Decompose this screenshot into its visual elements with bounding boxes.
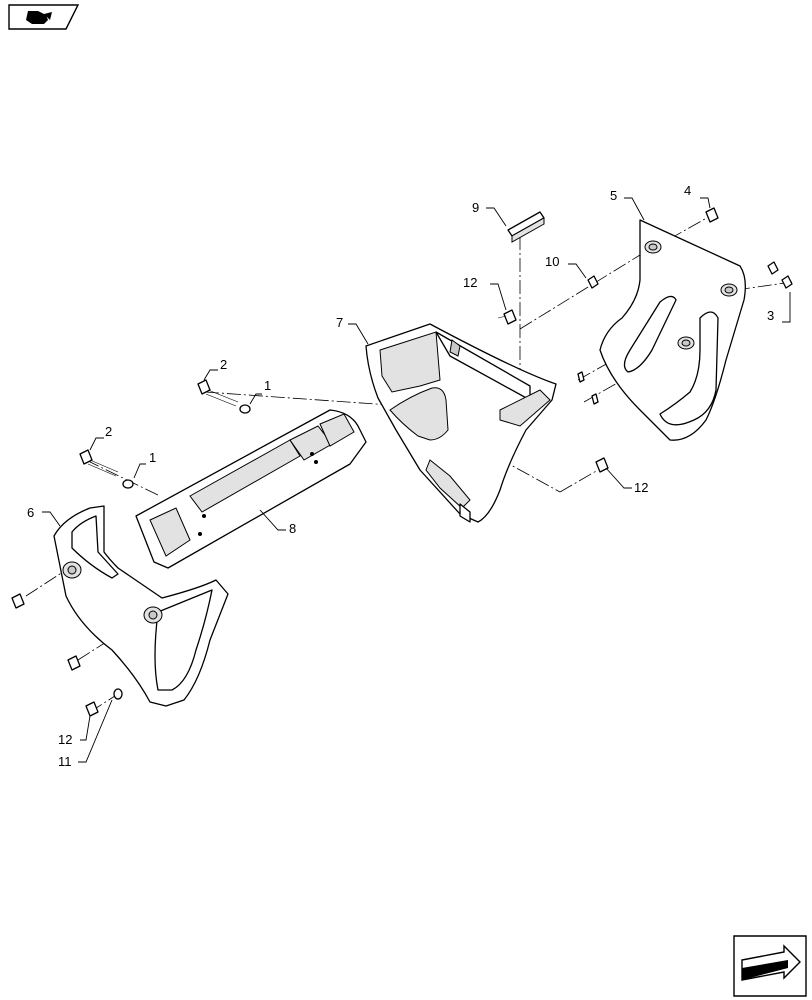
next-page-arrow-icon[interactable]	[733, 935, 807, 997]
key-part-9	[507, 211, 545, 243]
bolt-12-upper	[497, 309, 517, 325]
clip-small-2	[591, 393, 599, 405]
callout-12-lower: 12	[58, 732, 72, 747]
callout-4: 4	[684, 183, 691, 198]
bolt-12-right	[595, 457, 609, 473]
leader-lines	[42, 197, 791, 763]
callout-12-right: 12	[634, 480, 648, 495]
screw-3-lower	[781, 275, 793, 289]
screw-3-upper	[767, 261, 779, 275]
callout-9: 9	[472, 200, 479, 215]
bolt-12-lower	[85, 701, 99, 717]
callout-6: 6	[27, 505, 34, 520]
callouts: 1 1 2 2 3 4 5 6 7 8 9 10 11 12 12 12	[27, 183, 774, 769]
callout-8: 8	[289, 521, 296, 536]
callout-12-upper: 12	[463, 275, 477, 290]
clip-10	[587, 275, 599, 289]
screw-left-lower	[67, 655, 81, 671]
callout-3: 3	[767, 308, 774, 323]
callout-5: 5	[610, 188, 617, 203]
page-flip-icon[interactable]	[8, 4, 80, 30]
screw-4	[705, 207, 719, 223]
callout-1-lower: 1	[149, 450, 156, 465]
washer-11	[113, 688, 123, 700]
bolt-2-upper	[197, 379, 239, 407]
screw-left-upper	[11, 593, 25, 609]
clip-small-1	[577, 371, 585, 383]
housing-part-7	[365, 323, 557, 523]
fasteners	[11, 207, 793, 717]
callout-11: 11	[58, 754, 72, 769]
side-panel-part-6	[53, 505, 229, 707]
callout-10: 10	[545, 254, 559, 269]
callout-2-upper: 2	[220, 357, 227, 372]
bracket-part-8	[135, 409, 367, 569]
callout-2-lower: 2	[105, 424, 112, 439]
callout-7: 7	[336, 315, 343, 330]
bolt-2-lower	[79, 449, 119, 477]
side-panel-part-5	[599, 219, 746, 441]
washer-1-lower	[122, 479, 134, 489]
callout-1-upper: 1	[264, 378, 271, 393]
washer-1-upper	[239, 404, 251, 414]
